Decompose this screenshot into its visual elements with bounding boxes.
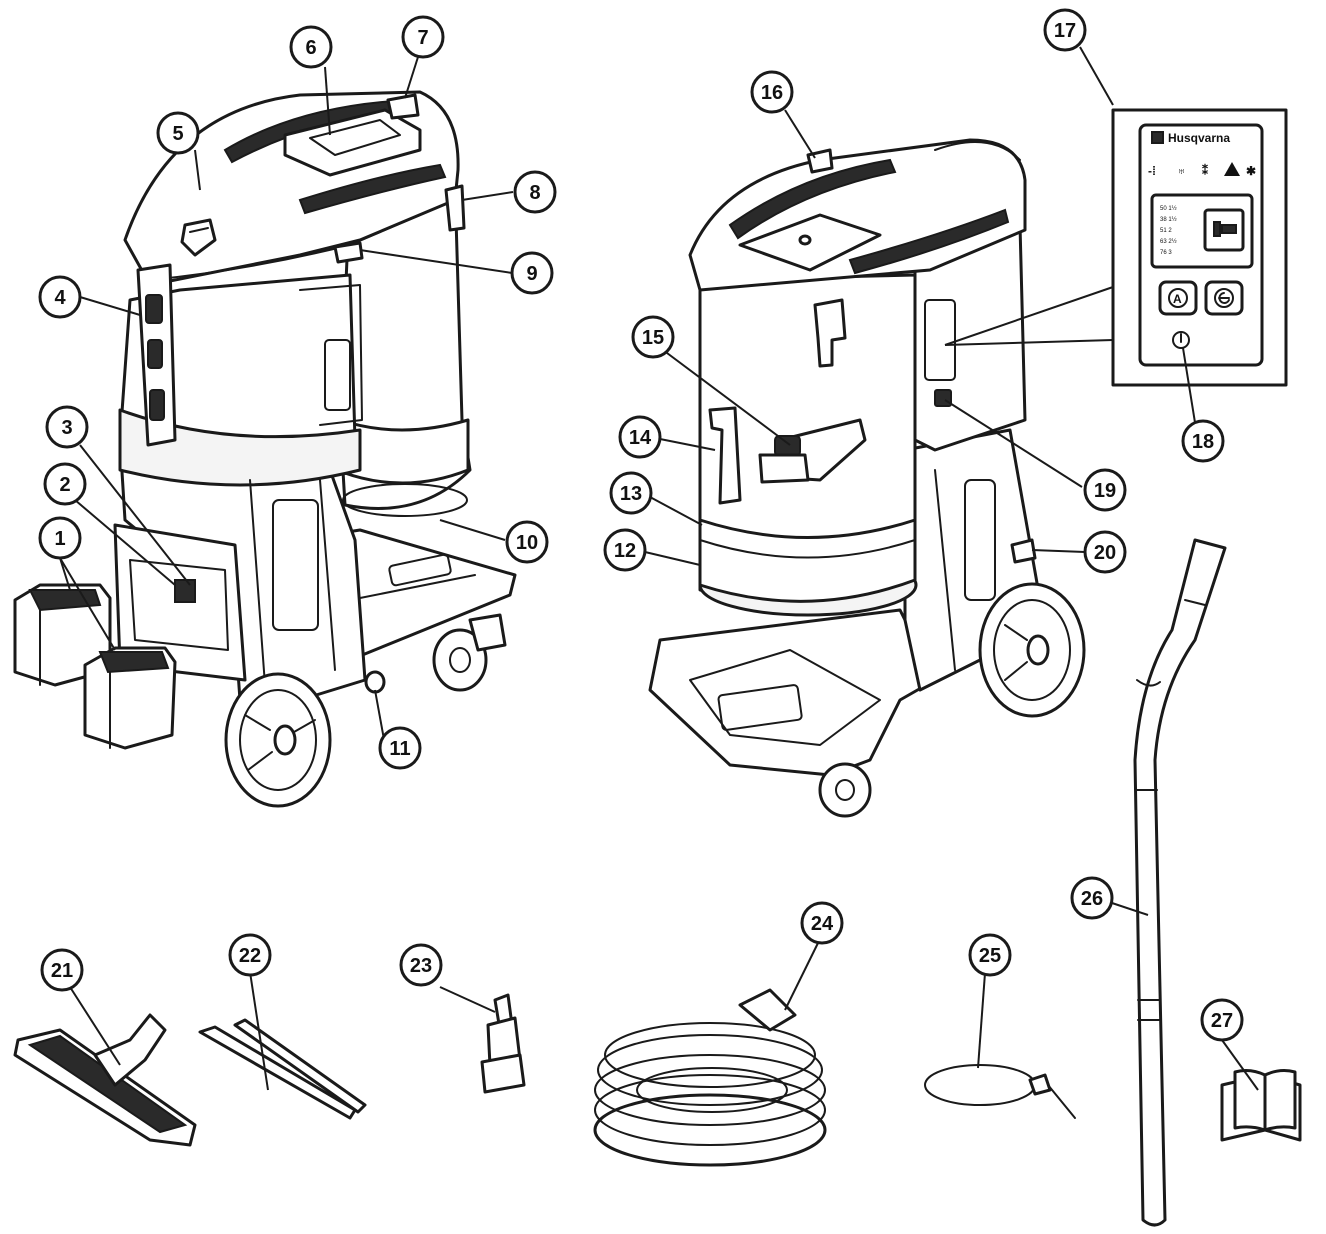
callout-24: 24 [800, 901, 844, 945]
svg-text:15: 15 [642, 327, 664, 349]
svg-text:20: 20 [1094, 542, 1116, 564]
svg-text:3: 3 [61, 417, 72, 439]
svg-text:5: 5 [172, 123, 183, 145]
callout-4: 4 [38, 275, 82, 319]
callout-14: 14 [618, 415, 662, 459]
callout-5: 5 [156, 111, 200, 155]
mode-label: 76 3 [1160, 250, 1172, 256]
panel-status-icons: -⁞ ♅ ⁑ ✱ [1148, 162, 1256, 178]
callout-12: 12 [603, 528, 647, 572]
svg-text:25: 25 [979, 945, 1001, 967]
svg-text:19: 19 [1094, 480, 1116, 502]
callout-20: 20 [1083, 530, 1127, 574]
callout-3: 3 [45, 405, 89, 449]
callout-10: 10 [505, 520, 549, 564]
auto-button-icon: A [1173, 292, 1182, 306]
svg-text:22: 22 [239, 945, 261, 967]
svg-text:11: 11 [389, 738, 410, 760]
svg-text:10: 10 [516, 532, 538, 554]
svg-text:18: 18 [1192, 431, 1214, 453]
svg-text:6: 6 [305, 37, 316, 59]
svg-text:4: 4 [54, 287, 66, 309]
mode-label: 63 2½ [1160, 238, 1177, 245]
callout-23: 23 [399, 943, 443, 987]
callout-2: 2 [43, 462, 87, 506]
svg-text:9: 9 [526, 263, 537, 285]
warning-icon [1224, 162, 1240, 176]
svg-text:26: 26 [1081, 888, 1103, 910]
callout-1: 1 [38, 516, 82, 560]
callout-27: 27 [1200, 998, 1244, 1042]
callout-18: 18 [1181, 419, 1225, 463]
svg-text:2: 2 [59, 474, 70, 496]
callout-17: 17 [1043, 8, 1087, 52]
power-button[interactable] [1172, 331, 1190, 349]
callout-26: 26 [1070, 876, 1114, 920]
svg-text:27: 27 [1211, 1010, 1233, 1032]
callout-25: 25 [968, 933, 1012, 977]
svg-text:7: 7 [417, 27, 428, 49]
mode-label: 51 2 [1160, 228, 1172, 234]
svg-text:8: 8 [529, 182, 540, 204]
vacuum-front-view [648, 138, 1086, 818]
mode-label: 38 1½ [1160, 216, 1177, 223]
control-panel-inset: Husqvarna -⁞ ♅ ⁑ ✱ 50 1½ 38 1½ 51 2 63 2… [944, 108, 1288, 387]
filter-icon: -⁞ [1148, 164, 1156, 178]
svg-text:23: 23 [410, 955, 432, 977]
manual-book-icon [1220, 1069, 1302, 1142]
callout-7: 7 [401, 15, 445, 59]
callout-16: 16 [750, 70, 794, 114]
callout-19: 19 [1083, 468, 1127, 512]
svg-text:1: 1 [54, 528, 65, 550]
callout-11: 11 [378, 726, 422, 770]
panel-brand-text: Husqvarna [1168, 131, 1230, 145]
callout-15: 15 [631, 315, 675, 359]
leader-lines [59, 46, 1259, 1091]
callout-13: 13 [609, 471, 653, 515]
callout-21: 21 [40, 948, 84, 992]
svg-text:13: 13 [620, 483, 642, 505]
callout-6: 6 [289, 25, 333, 69]
callout-markers: 1 2 3 4 5 6 7 8 9 10 11 12 13 14 15 16 1… [38, 8, 1244, 1042]
airflow-icon: ⁑ [1202, 163, 1208, 178]
svg-text:21: 21 [51, 960, 73, 982]
callout-9: 9 [510, 251, 554, 295]
panel-mode-list: 50 1½ 38 1½ 51 2 63 2½ 76 3 [1160, 205, 1177, 256]
svg-text:14: 14 [629, 427, 652, 449]
mode-label: 50 1½ [1160, 205, 1177, 212]
bucket-icon: ♅ [1177, 164, 1186, 178]
vacuum-rear-view [13, 90, 517, 808]
callout-8: 8 [513, 170, 557, 214]
accessories [13, 538, 1302, 1227]
svg-text:16: 16 [761, 82, 783, 104]
svg-text:17: 17 [1054, 20, 1076, 42]
clean-button-icon [1218, 292, 1230, 304]
callout-22: 22 [228, 933, 272, 977]
svg-text:12: 12 [614, 540, 636, 562]
svg-text:24: 24 [811, 913, 834, 935]
bluetooth-icon: ✱ [1246, 164, 1256, 178]
auto-button[interactable] [1158, 280, 1198, 316]
